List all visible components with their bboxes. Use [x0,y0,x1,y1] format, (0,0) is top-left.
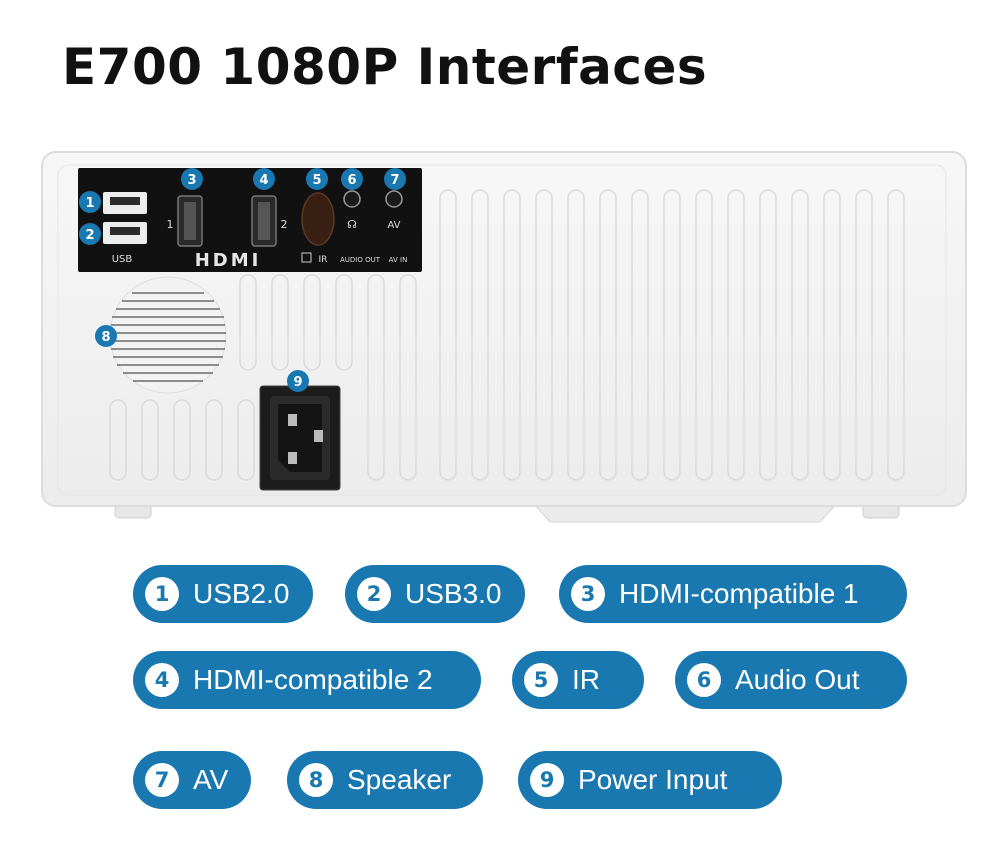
vent-row-middle [239,274,417,481]
svg-text:5: 5 [312,173,321,188]
legend-label: Speaker [347,764,452,795]
callout-2: 2 [79,223,101,245]
legend-label: IR [572,664,600,695]
legend-number: 3 [571,577,605,611]
callout-4: 4 [253,168,275,190]
legend-label: Power Input [578,764,728,795]
hdmi-port-2-number: 2 [281,218,288,231]
ir-symbol-icon [301,252,312,263]
av-in-text: AV IN [389,256,408,264]
callout-7: 7 [384,168,406,190]
legend-number: 8 [299,763,333,797]
legend-label: HDMI-compatible 2 [193,664,433,695]
callout-6: 6 [341,168,363,190]
legend-item-hdmi-1: 3 HDMI-compatible 1 [559,565,907,623]
vent-row-top [439,189,905,481]
svg-text:2: 2 [85,228,94,243]
headphone-icon: ☊ [347,218,357,231]
svg-text:7: 7 [390,173,399,188]
legend-number: 7 [145,763,179,797]
legend-label: USB2.0 [193,578,290,609]
usb-text: USB [112,254,133,265]
legend-number: 4 [145,663,179,697]
audio-out-text: AUDIO OUT [340,256,381,264]
audio-out-jack [343,190,361,208]
svg-text:3: 3 [187,173,196,188]
legend-label: AV [193,764,229,795]
callout-9: 9 [287,370,309,392]
hdmi-logo: HDMI [195,250,262,271]
ir-text: IR [319,255,328,265]
legend-item-power-input: 9 Power Input [518,751,782,809]
ir-receiver [301,192,335,246]
legend-label: Audio Out [735,664,860,695]
hdmi-port-1 [177,195,203,247]
interface-panel [78,168,422,272]
vent-row-bottom-left [109,399,255,481]
page-title: E700 1080P Interfaces [62,38,708,96]
legend-item-speaker: 8 Speaker [287,751,483,809]
legend-item-usb3: 2 USB3.0 [345,565,525,623]
svg-text:8: 8 [101,330,110,345]
projector-rear-view: USB 1 2 HDMI IR ☊ AUDIO OUT AV AV IN [41,151,967,523]
callout-3: 3 [181,168,203,190]
hdmi-port-1-number: 1 [167,218,174,231]
speaker-grille [109,276,227,394]
legend-item-ir: 5 IR [512,651,644,709]
projector-inner-frame [57,164,947,496]
av-text: AV [387,220,400,231]
legend-label: USB3.0 [405,578,502,609]
legend-item-hdmi-2: 4 HDMI-compatible 2 [133,651,481,709]
power-input-socket [259,385,341,491]
legend-label: HDMI-compatible 1 [619,578,859,609]
legend-item-usb2: 1 USB2.0 [133,565,313,623]
svg-text:6: 6 [347,173,356,188]
callout-8: 8 [95,325,117,347]
legend-number: 9 [530,763,564,797]
callout-5: 5 [306,168,328,190]
hdmi-port-2 [251,195,277,247]
svg-text:9: 9 [293,375,302,390]
svg-text:4: 4 [259,173,268,188]
svg-text:1: 1 [85,196,94,211]
legend-number: 1 [145,577,179,611]
legend-number: 6 [687,663,721,697]
legend-item-av: 7 AV [133,751,251,809]
legend-number: 2 [357,577,391,611]
callout-1: 1 [79,191,101,213]
vent-slats [109,189,905,481]
legend-number: 5 [524,663,558,697]
legend-item-audio-out: 6 Audio Out [675,651,907,709]
usb-ports [103,192,147,244]
av-jack [385,190,403,208]
